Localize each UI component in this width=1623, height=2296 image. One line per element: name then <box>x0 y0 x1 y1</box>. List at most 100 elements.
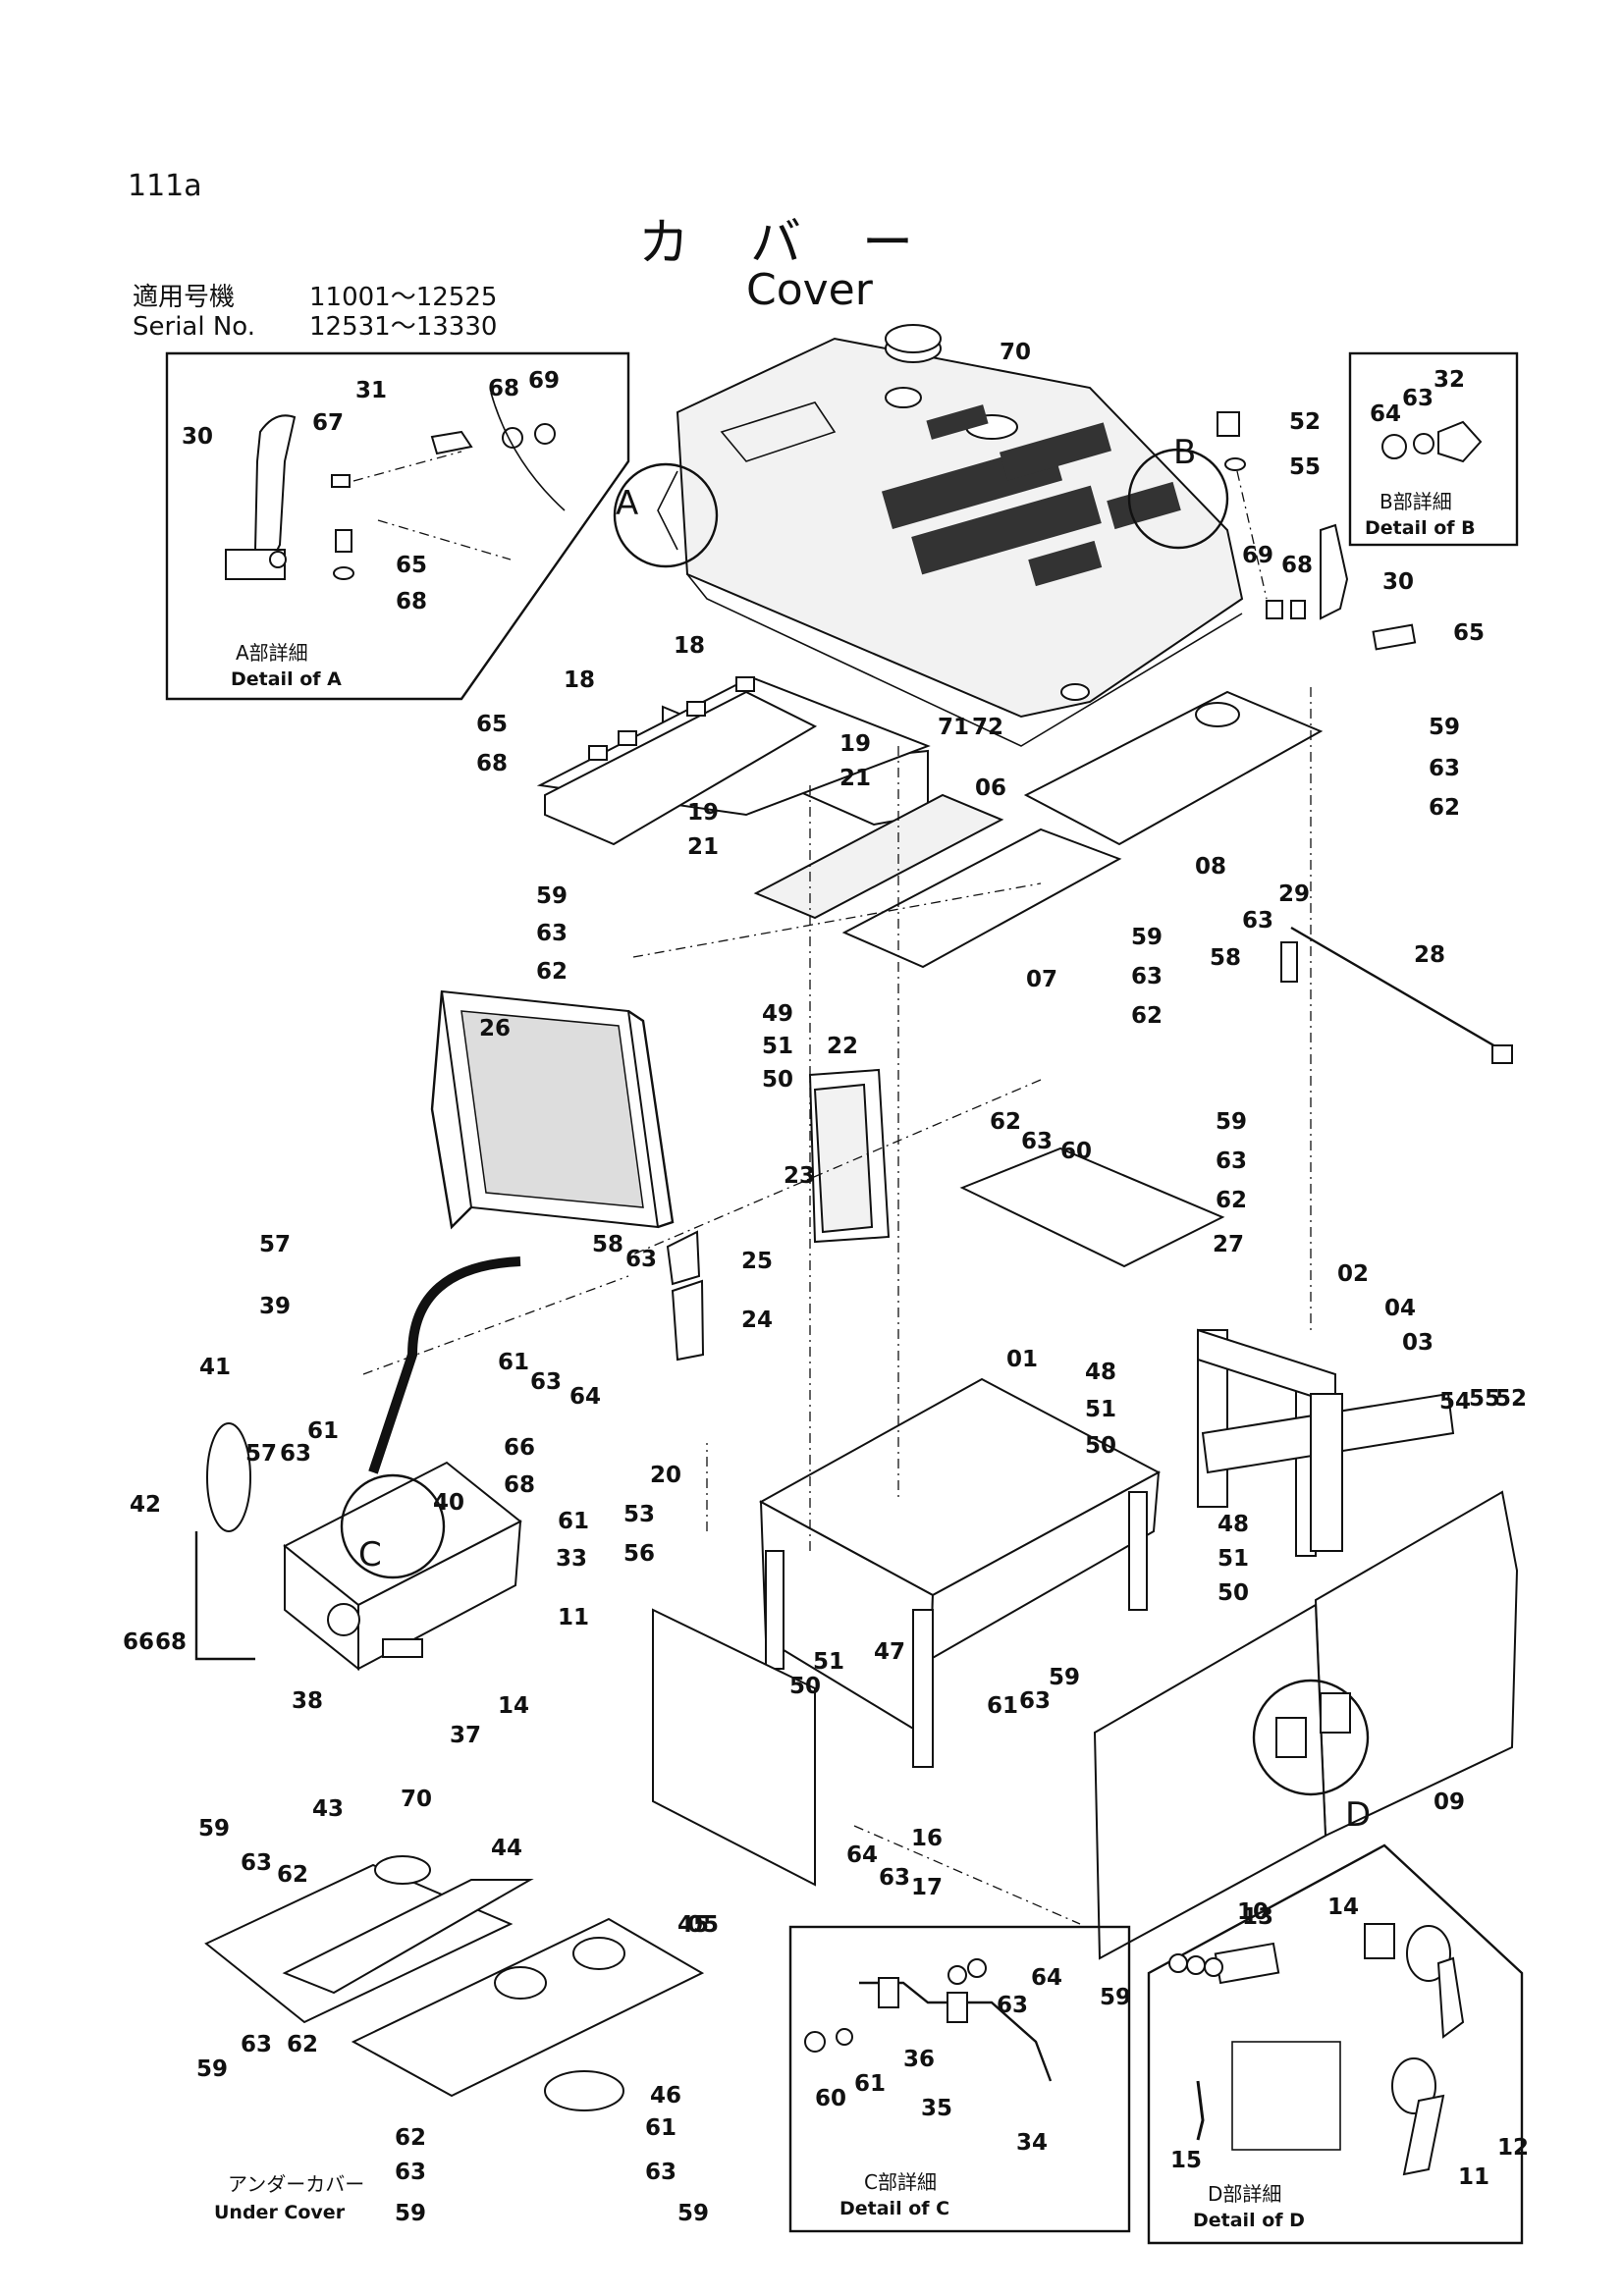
part-label-65: 65 <box>396 553 427 578</box>
part-label-39: 39 <box>259 1294 291 1319</box>
part-label-59: 59 <box>536 883 568 909</box>
part-label-59: 59 <box>1100 1985 1131 2010</box>
part-label-59: 59 <box>1049 1665 1080 1690</box>
part-label-38: 38 <box>292 1688 323 1714</box>
part-label-50: 50 <box>762 1067 793 1093</box>
handle-39 <box>368 1256 521 1474</box>
part-label-63: 63 <box>625 1247 657 1272</box>
part-label-56: 56 <box>623 1541 655 1567</box>
part-label-62: 62 <box>536 959 568 985</box>
part-label-47: 47 <box>874 1639 905 1665</box>
part-label-36: 36 <box>903 2047 935 2072</box>
latch-right <box>1217 411 1417 651</box>
part-label-63: 63 <box>1429 756 1460 781</box>
serial-range-1: 11001～12525 <box>309 283 498 312</box>
part-label-64: 64 <box>569 1384 601 1410</box>
detail-c-box: C部詳細 Detail of C <box>788 1925 1131 2233</box>
part-label-48: 48 <box>1085 1360 1116 1385</box>
part-label-51: 51 <box>1085 1397 1116 1422</box>
part-label-52: 52 <box>1289 409 1321 435</box>
part-label-63: 63 <box>1019 1688 1051 1714</box>
part-label-44: 44 <box>491 1836 522 1861</box>
page-number: 111a <box>128 169 202 203</box>
part-label-16: 16 <box>911 1826 943 1851</box>
part-label-35: 35 <box>921 2096 952 2121</box>
side-panels: D <box>1093 1490 1519 1960</box>
part-label-04: 04 <box>1384 1296 1416 1321</box>
part-label-63: 63 <box>1216 1148 1247 1174</box>
detail-b-caption-jp: B部詳細 <box>1380 490 1452 513</box>
mirror-41 <box>194 1422 255 1661</box>
radiator-screen <box>430 989 675 1230</box>
part-label-12: 12 <box>1497 2135 1529 2161</box>
part-label-13: 13 <box>1242 1904 1273 1930</box>
part-label-62: 62 <box>1216 1188 1247 1213</box>
part-label-62: 62 <box>1429 795 1460 821</box>
brackets-center <box>666 1068 891 1362</box>
under-cover-caption-en: Under Cover <box>214 2202 346 2223</box>
part-label-61: 61 <box>558 1509 589 1534</box>
part-label-18: 18 <box>564 667 595 693</box>
hood-louvers <box>881 404 1181 587</box>
part-label-15: 15 <box>1170 2148 1202 2173</box>
part-label-31: 31 <box>355 378 387 403</box>
part-label-63: 63 <box>280 1441 311 1467</box>
part-label-62: 62 <box>1131 1003 1163 1029</box>
part-label-40: 40 <box>433 1490 464 1516</box>
part-label-68: 68 <box>396 589 427 614</box>
part-label-63: 63 <box>241 2032 272 2057</box>
part-label-70: 70 <box>1000 340 1031 365</box>
part-label-18: 18 <box>674 633 705 659</box>
part-label-19: 19 <box>687 800 719 826</box>
detail-c-caption-en: Detail of C <box>839 2198 949 2219</box>
part-label-66: 66 <box>123 1629 154 1655</box>
part-label-66: 66 <box>504 1435 535 1461</box>
part-label-52: 52 <box>1495 1386 1527 1412</box>
part-label-59: 59 <box>196 2056 228 2082</box>
part-label-63: 63 <box>241 1850 272 1876</box>
detail-d-box: D部詳細 Detail of D <box>1147 1843 1524 2245</box>
part-label-06: 06 <box>975 775 1006 801</box>
right-frame <box>1197 1328 1455 1557</box>
part-label-71: 71 <box>938 715 969 740</box>
part-label-21: 21 <box>839 766 871 791</box>
part-label-14: 14 <box>498 1693 529 1719</box>
part-label-54: 54 <box>1439 1389 1471 1415</box>
engine-hood: A B <box>613 324 1244 747</box>
part-label-65: 65 <box>1453 620 1485 646</box>
part-label-63: 63 <box>1402 386 1434 411</box>
part-label-32: 32 <box>1434 367 1465 393</box>
part-label-28: 28 <box>1414 942 1445 968</box>
callout-a: A <box>616 484 638 523</box>
part-label-42: 42 <box>130 1492 161 1518</box>
part-label-61: 61 <box>987 1693 1018 1719</box>
part-label-30: 30 <box>182 424 213 450</box>
part-label-01: 01 <box>1006 1347 1038 1372</box>
part-label-23: 23 <box>784 1163 815 1189</box>
under-cover-caption-jp: アンダーカバー <box>228 2172 364 2196</box>
part-label-55: 55 <box>1469 1386 1500 1412</box>
detail-a-caption-jp: A部詳細 <box>236 641 308 665</box>
part-label-61: 61 <box>498 1350 529 1375</box>
detail-d-caption-jp: D部詳細 <box>1208 2182 1281 2206</box>
detail-b-caption-en: Detail of B <box>1365 517 1476 539</box>
rod-28 <box>1280 926 1513 1064</box>
part-label-08: 08 <box>1195 854 1226 880</box>
part-label-62: 62 <box>277 1862 308 1888</box>
part-label-07: 07 <box>1026 967 1057 992</box>
part-label-57: 57 <box>259 1232 291 1257</box>
part-label-19: 19 <box>839 731 871 757</box>
part-label-72: 72 <box>972 715 1003 740</box>
part-label-14: 14 <box>1327 1895 1359 1920</box>
part-label-02: 02 <box>1337 1261 1369 1287</box>
part-label-63: 63 <box>536 921 568 946</box>
part-label-68: 68 <box>504 1472 535 1498</box>
callout-b: B <box>1173 433 1196 472</box>
part-label-41: 41 <box>199 1355 231 1380</box>
part-label-67: 67 <box>312 410 344 436</box>
part-label-24: 24 <box>741 1308 773 1333</box>
part-label-20: 20 <box>650 1463 681 1488</box>
part-label-60: 60 <box>815 2086 846 2111</box>
